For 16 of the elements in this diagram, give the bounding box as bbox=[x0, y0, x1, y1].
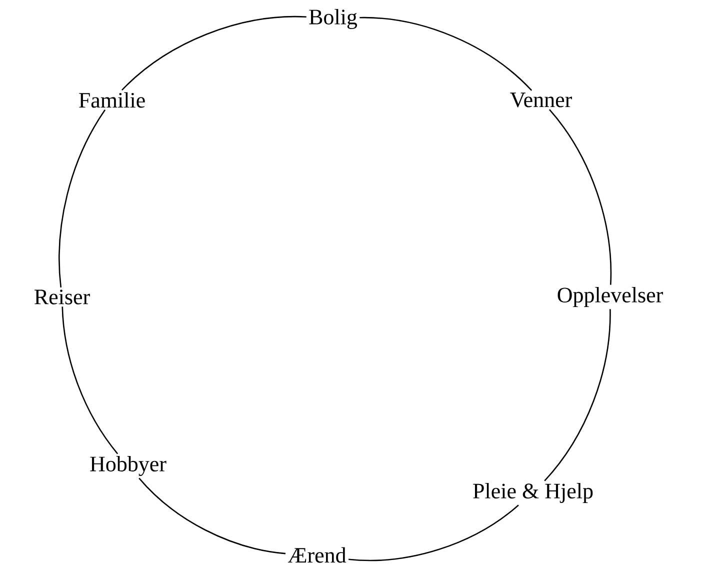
circle-label: Familie bbox=[79, 92, 145, 108]
circle-label: Ærend bbox=[288, 547, 346, 563]
circle-label: Opplevelser bbox=[558, 287, 663, 307]
circle-arc bbox=[348, 504, 519, 562]
circle-arc bbox=[360, 16, 532, 91]
circle-label: Bolig bbox=[309, 9, 358, 29]
circle-arc bbox=[58, 110, 106, 288]
circle-label: Pleie & Hjelp bbox=[473, 483, 593, 503]
circle-arc bbox=[544, 309, 611, 482]
circle-arc bbox=[548, 109, 612, 285]
circle-arc bbox=[138, 478, 286, 554]
circle-arc bbox=[62, 306, 118, 454]
circle-arc bbox=[122, 16, 306, 91]
circle-label: Reiser bbox=[34, 290, 90, 304]
circle-label: Venner bbox=[510, 92, 572, 108]
circle-label: Hobbyer bbox=[90, 456, 166, 476]
